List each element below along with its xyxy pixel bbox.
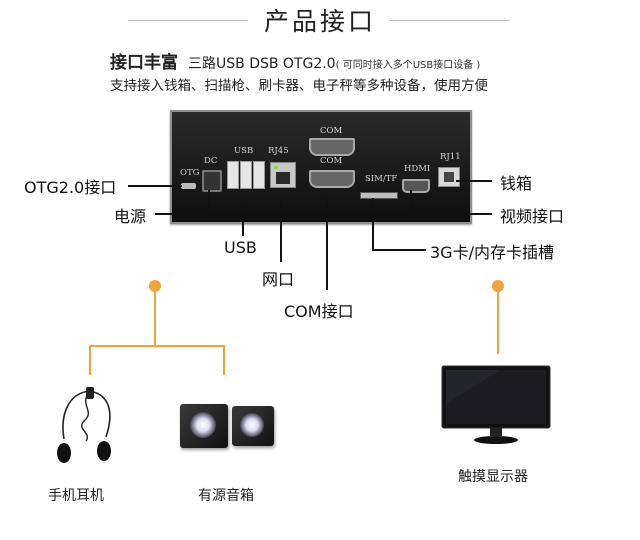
rj11-port <box>438 167 460 187</box>
intro-ports: 三路USB DSB OTG2.0 <box>188 56 336 72</box>
peripheral-label-monitor: 触摸显示器 <box>458 469 528 485</box>
page-title: 产品接口 <box>263 7 376 36</box>
intro-note: ( 可同时接入多个USB接口设备 ) <box>335 60 481 71</box>
callout-lan: 网口 <box>262 270 295 289</box>
orange-line-speaker <box>223 345 225 375</box>
callout-usb: USB <box>224 238 257 257</box>
dc-port <box>202 170 222 192</box>
panel-label-sim: SIM/TF <box>365 174 398 184</box>
line-card-v <box>372 198 374 250</box>
speaker-left-icon <box>180 404 228 448</box>
panel-label-dc: DC <box>204 156 218 166</box>
panel-label-hdmi: HDMI <box>404 164 431 174</box>
callout-com: COM接口 <box>284 302 354 321</box>
line-card-h <box>372 249 426 251</box>
intro-line-1: 接口丰富三路USB DSB OTG2.0( 可同时接入多个USB接口设备 ) <box>110 48 480 73</box>
speaker-left-cone <box>190 412 216 438</box>
callout-power: 电源 <box>114 207 147 226</box>
rj45-port <box>270 162 296 188</box>
orange-line-monitor <box>497 292 499 354</box>
monitor-icon <box>441 365 551 444</box>
panel-label-com-top: COM <box>320 126 343 136</box>
line-power-v <box>208 190 210 214</box>
line-otg <box>128 185 182 187</box>
line-cashbox <box>456 180 492 182</box>
earphone-icon <box>57 387 111 463</box>
device-back-panel: OTG DC USB RJ45 COM COM SIM/TF HDMI RJ11 <box>170 110 472 224</box>
line-lan <box>280 200 282 262</box>
panel-label-usb: USB <box>234 146 254 156</box>
callout-video: 视频接口 <box>500 207 565 226</box>
otg-port <box>181 183 196 189</box>
com-port-bottom <box>309 170 355 188</box>
rj11-socket <box>444 172 454 182</box>
hdmi-port <box>402 179 430 193</box>
orange-line-audio-stem <box>154 292 156 346</box>
panel-label-otg: OTG <box>180 168 200 178</box>
orange-line-audio-bar <box>89 345 225 347</box>
title-rule-left <box>128 20 248 21</box>
usb-port-2 <box>240 161 252 189</box>
line-video-v <box>410 190 412 214</box>
rj45-socket <box>276 172 290 184</box>
peripheral-label-speaker: 有源音箱 <box>198 488 254 504</box>
sim-slot <box>360 192 398 199</box>
peripheral-dot-audio <box>149 280 161 292</box>
peripheral-dot-monitor <box>492 280 504 292</box>
rj45-led <box>274 166 278 169</box>
line-power-h <box>155 213 209 215</box>
orange-line-earphone <box>89 345 91 375</box>
intro-heading: 接口丰富 <box>110 53 178 73</box>
peripheral-label-earphone: 手机耳机 <box>48 488 104 504</box>
panel-label-rj45: RJ45 <box>268 146 289 156</box>
panel-label-rj11: RJ11 <box>440 152 461 162</box>
line-com <box>326 198 328 290</box>
line-video-h <box>410 213 492 215</box>
callout-otg: OTG2.0接口 <box>24 178 117 197</box>
intro-line-2: 支持接入钱箱、扫描枪、刷卡器、电子秤等多种设备，使用方便 <box>110 78 488 94</box>
line-usb <box>242 204 244 236</box>
usb-port-1 <box>227 161 239 189</box>
callout-cashbox: 钱箱 <box>500 174 533 193</box>
panel-label-com-bottom: COM <box>320 156 343 166</box>
speaker-right-icon <box>232 406 274 446</box>
com-port-top <box>309 138 355 156</box>
callout-card: 3G卡/内存卡插槽 <box>430 243 554 262</box>
usb-port-3 <box>253 161 265 189</box>
speaker-right-cone <box>240 413 264 437</box>
title-rule-right <box>390 20 510 21</box>
